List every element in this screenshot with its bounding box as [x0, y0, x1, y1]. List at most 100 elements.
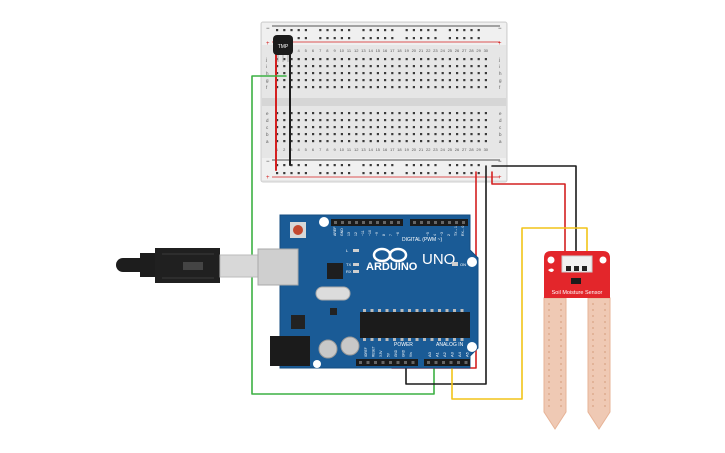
terminal-hole — [304, 58, 307, 61]
terminal-hole — [376, 86, 379, 89]
terminal-hole — [276, 112, 279, 115]
terminal-hole — [348, 112, 351, 115]
terminal-hole — [391, 119, 394, 122]
terminal-hole — [319, 126, 322, 129]
terminal-hole — [384, 119, 387, 122]
terminal-hole — [304, 140, 307, 143]
terminal-hole — [434, 58, 437, 61]
column-number: 16 — [383, 48, 388, 53]
terminal-hole — [355, 65, 358, 68]
column-number: 30 — [484, 147, 489, 152]
terminal-hole — [463, 86, 466, 89]
terminal-hole — [333, 119, 336, 122]
terminal-hole — [348, 140, 351, 143]
terminal-hole — [355, 58, 358, 61]
terminal-hole — [297, 133, 300, 136]
terminal-hole — [304, 79, 307, 82]
terminal-hole — [420, 65, 423, 68]
terminal-hole — [477, 119, 480, 122]
soil-moisture-sensor[interactable]: Soil Moisture Sensor — [543, 251, 611, 430]
temperature-sensor[interactable]: TMP — [273, 35, 293, 62]
rail-hole — [456, 37, 459, 40]
column-number: 3 — [290, 147, 293, 152]
rail-hole — [456, 164, 459, 167]
column-number: 20 — [412, 147, 417, 152]
rail-hole — [391, 172, 394, 175]
terminal-hole — [384, 72, 387, 75]
row-letter: e — [266, 111, 269, 116]
rail-hole — [448, 164, 451, 167]
terminal-hole — [355, 133, 358, 136]
terminal-hole — [290, 140, 293, 143]
terminal-hole — [441, 58, 444, 61]
digital-pin-label: 13 — [347, 232, 351, 236]
terminal-hole — [448, 72, 451, 75]
terminal-hole — [470, 133, 473, 136]
sensor-gnd-wire[interactable] — [491, 165, 577, 256]
terminal-hole — [340, 79, 343, 82]
terminal-hole — [470, 112, 473, 115]
rail-hole — [348, 29, 351, 32]
column-number: 20 — [412, 48, 417, 53]
terminal-hole — [484, 112, 487, 115]
row-letter: i — [499, 64, 500, 69]
terminal-hole — [312, 65, 315, 68]
terminal-hole — [484, 140, 487, 143]
terminal-hole — [283, 140, 286, 143]
center-channel — [262, 98, 506, 106]
terminal-hole — [326, 72, 329, 75]
column-number: 21 — [419, 48, 424, 53]
terminal-hole — [448, 133, 451, 136]
breadboard-labels: 1122334455667788991010111112121313141415… — [265, 48, 502, 152]
column-number: 26 — [455, 147, 460, 152]
arduino-uno[interactable]: ARDUINO UNO DIGITAL (PWM ~) POWER ANALOG… — [257, 214, 479, 369]
terminal-hole — [427, 72, 430, 75]
terminal-hole — [448, 126, 451, 129]
terminal-hole — [441, 65, 444, 68]
rail-hole — [340, 164, 343, 167]
rail-hole — [319, 164, 322, 167]
capacitor — [340, 336, 360, 356]
rail-hole — [384, 172, 387, 175]
terminal-hole — [297, 140, 300, 143]
sensor-signal-wire[interactable] — [451, 227, 588, 400]
row-letter: a — [266, 139, 269, 144]
analog-label: ANALOG IN — [436, 342, 464, 348]
terminal-hole — [463, 133, 466, 136]
terminal-hole — [434, 133, 437, 136]
column-number: 25 — [448, 48, 453, 53]
black-gnd-wire[interactable] — [405, 165, 487, 385]
rail-hole — [290, 29, 293, 32]
header-pins — [334, 221, 468, 364]
terminal-hole — [326, 126, 329, 129]
terminal-hole — [463, 58, 466, 61]
terminal-hole — [326, 133, 329, 136]
terminal-hole — [340, 72, 343, 75]
terminal-hole — [333, 133, 336, 136]
rail-hole — [434, 172, 437, 175]
terminal-hole — [304, 65, 307, 68]
breadboard-holes — [276, 29, 487, 175]
terminal-hole — [412, 119, 415, 122]
terminal-hole — [412, 65, 415, 68]
column-number: 10 — [340, 147, 345, 152]
terminal-hole — [297, 126, 300, 129]
rail-hole — [427, 37, 430, 40]
terminal-hole — [355, 140, 358, 143]
sensor-vcc-wire[interactable] — [491, 171, 566, 256]
sensor-pcb — [544, 251, 610, 298]
rail-hole — [340, 37, 343, 40]
green-signal-wire[interactable] — [251, 75, 435, 395]
column-number: 23 — [433, 147, 438, 152]
rail-hole — [405, 29, 408, 32]
terminal-hole — [319, 140, 322, 143]
column-number: 6 — [312, 48, 315, 53]
terminal-hole — [470, 86, 473, 89]
rail-hole — [276, 29, 279, 32]
terminal-hole — [333, 126, 336, 129]
prong-traces — [548, 303, 606, 407]
row-letter: i — [266, 64, 267, 69]
rail-plus-tr: + — [498, 41, 502, 47]
rail-hole — [304, 37, 307, 40]
